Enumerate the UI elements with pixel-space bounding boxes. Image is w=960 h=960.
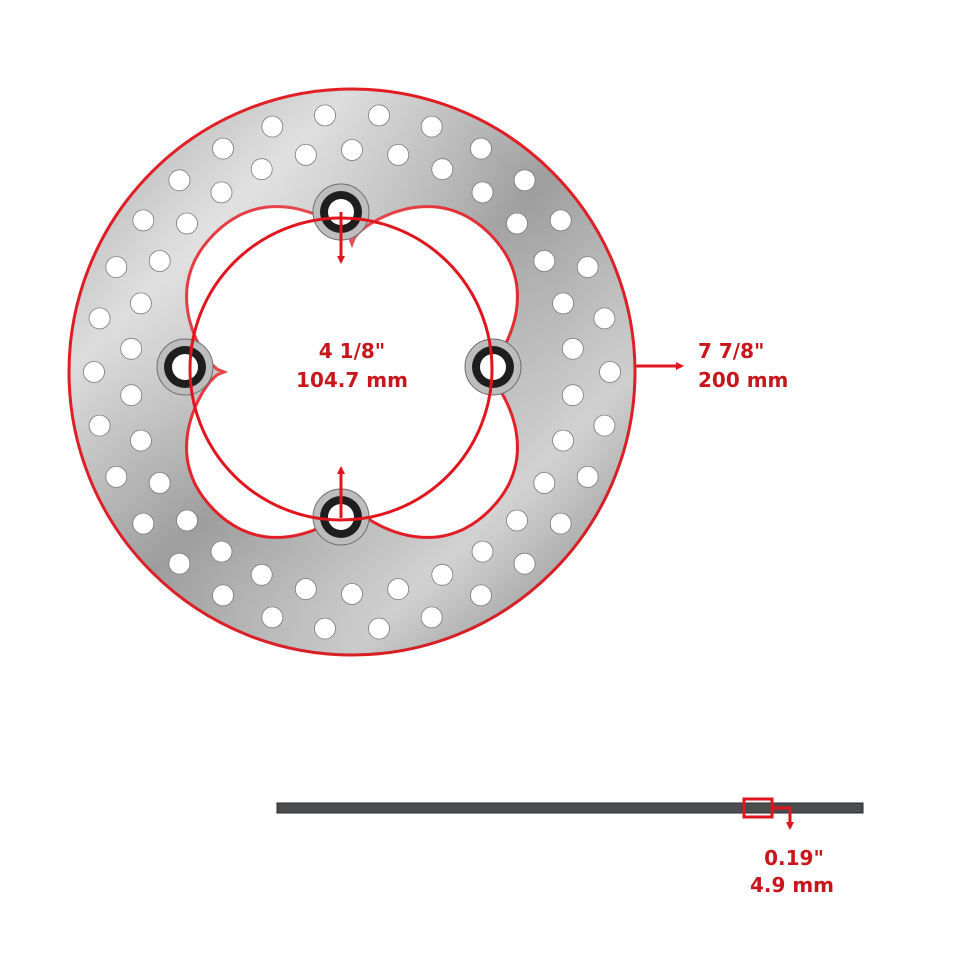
vent-hole xyxy=(294,578,317,600)
thickness-metric-label: 4.9 mm xyxy=(750,873,834,897)
vent-hole xyxy=(368,104,390,127)
bolt-circle-imperial-label: 4 1/8" xyxy=(319,339,385,363)
vent-hole xyxy=(120,384,143,407)
vent-hole xyxy=(105,465,128,488)
vent-hole xyxy=(294,143,317,166)
vent-hole xyxy=(120,337,143,360)
vent-hole-group xyxy=(83,104,621,640)
outer-diameter-metric-label: 200 mm xyxy=(698,368,788,392)
vent-hole xyxy=(506,212,528,235)
vent-hole xyxy=(250,563,273,586)
bolt-circle-callout: 4 1/8" 104.7 mm xyxy=(188,212,494,522)
vent-hole xyxy=(471,540,494,563)
vent-hole xyxy=(368,617,390,640)
rotor-side-profile: 0.19" 4.9 mm xyxy=(276,797,864,897)
vent-hole xyxy=(168,552,191,575)
vent-hole xyxy=(420,606,443,629)
vent-hole xyxy=(549,512,572,535)
vent-hole xyxy=(341,139,363,161)
rotor-edge-view xyxy=(276,802,864,814)
vent-hole xyxy=(148,250,171,272)
outer-diameter-callout: 7 7/8" 200 mm xyxy=(636,339,788,392)
bolt-circle-metric-label: 104.7 mm xyxy=(296,368,408,392)
vent-hole xyxy=(552,292,574,315)
vent-hole xyxy=(513,552,536,575)
thickness-arrow xyxy=(772,806,794,830)
vent-hole xyxy=(506,509,528,532)
vent-hole xyxy=(88,307,111,330)
vent-hole xyxy=(314,617,336,640)
vent-hole xyxy=(420,115,443,138)
vent-hole xyxy=(132,512,155,535)
vent-hole xyxy=(549,209,572,232)
vent-hole xyxy=(176,509,198,532)
vent-hole xyxy=(176,212,198,235)
bolt-hole-opening xyxy=(172,354,198,380)
vent-hole xyxy=(576,465,599,488)
vent-hole xyxy=(533,250,556,272)
vent-hole xyxy=(168,169,191,192)
vent-hole xyxy=(212,584,234,607)
vent-hole xyxy=(471,181,494,204)
vent-hole xyxy=(132,209,155,232)
outer-diameter-imperial-label: 7 7/8" xyxy=(698,339,764,363)
vent-hole xyxy=(599,361,621,383)
vent-hole xyxy=(533,472,556,494)
vent-hole xyxy=(314,104,336,127)
vent-hole xyxy=(210,181,233,204)
vent-hole xyxy=(576,256,599,279)
vent-hole xyxy=(210,540,233,563)
vent-hole xyxy=(129,429,152,452)
vent-hole xyxy=(593,307,616,330)
bolt-hole-3 xyxy=(156,338,214,396)
vent-hole xyxy=(261,115,284,138)
vent-hole xyxy=(387,143,410,166)
vent-hole xyxy=(431,563,454,586)
vent-hole xyxy=(341,583,363,605)
vent-hole xyxy=(470,137,492,160)
vent-hole xyxy=(88,414,111,437)
vent-hole xyxy=(261,606,284,629)
bolt-hole-group xyxy=(156,183,522,546)
vent-hole xyxy=(593,414,616,437)
vent-hole xyxy=(470,584,492,607)
vent-hole xyxy=(212,137,234,160)
vent-hole xyxy=(387,578,410,600)
thickness-imperial-label: 0.19" xyxy=(764,846,824,870)
vent-hole xyxy=(561,384,584,407)
vent-hole xyxy=(148,472,171,494)
vent-hole xyxy=(552,429,574,452)
vent-hole xyxy=(105,256,128,279)
vent-hole xyxy=(561,337,584,360)
vent-hole xyxy=(129,292,152,315)
vent-hole xyxy=(250,158,273,181)
vent-hole xyxy=(83,361,105,383)
vent-hole xyxy=(513,169,536,192)
vent-hole xyxy=(431,158,454,181)
